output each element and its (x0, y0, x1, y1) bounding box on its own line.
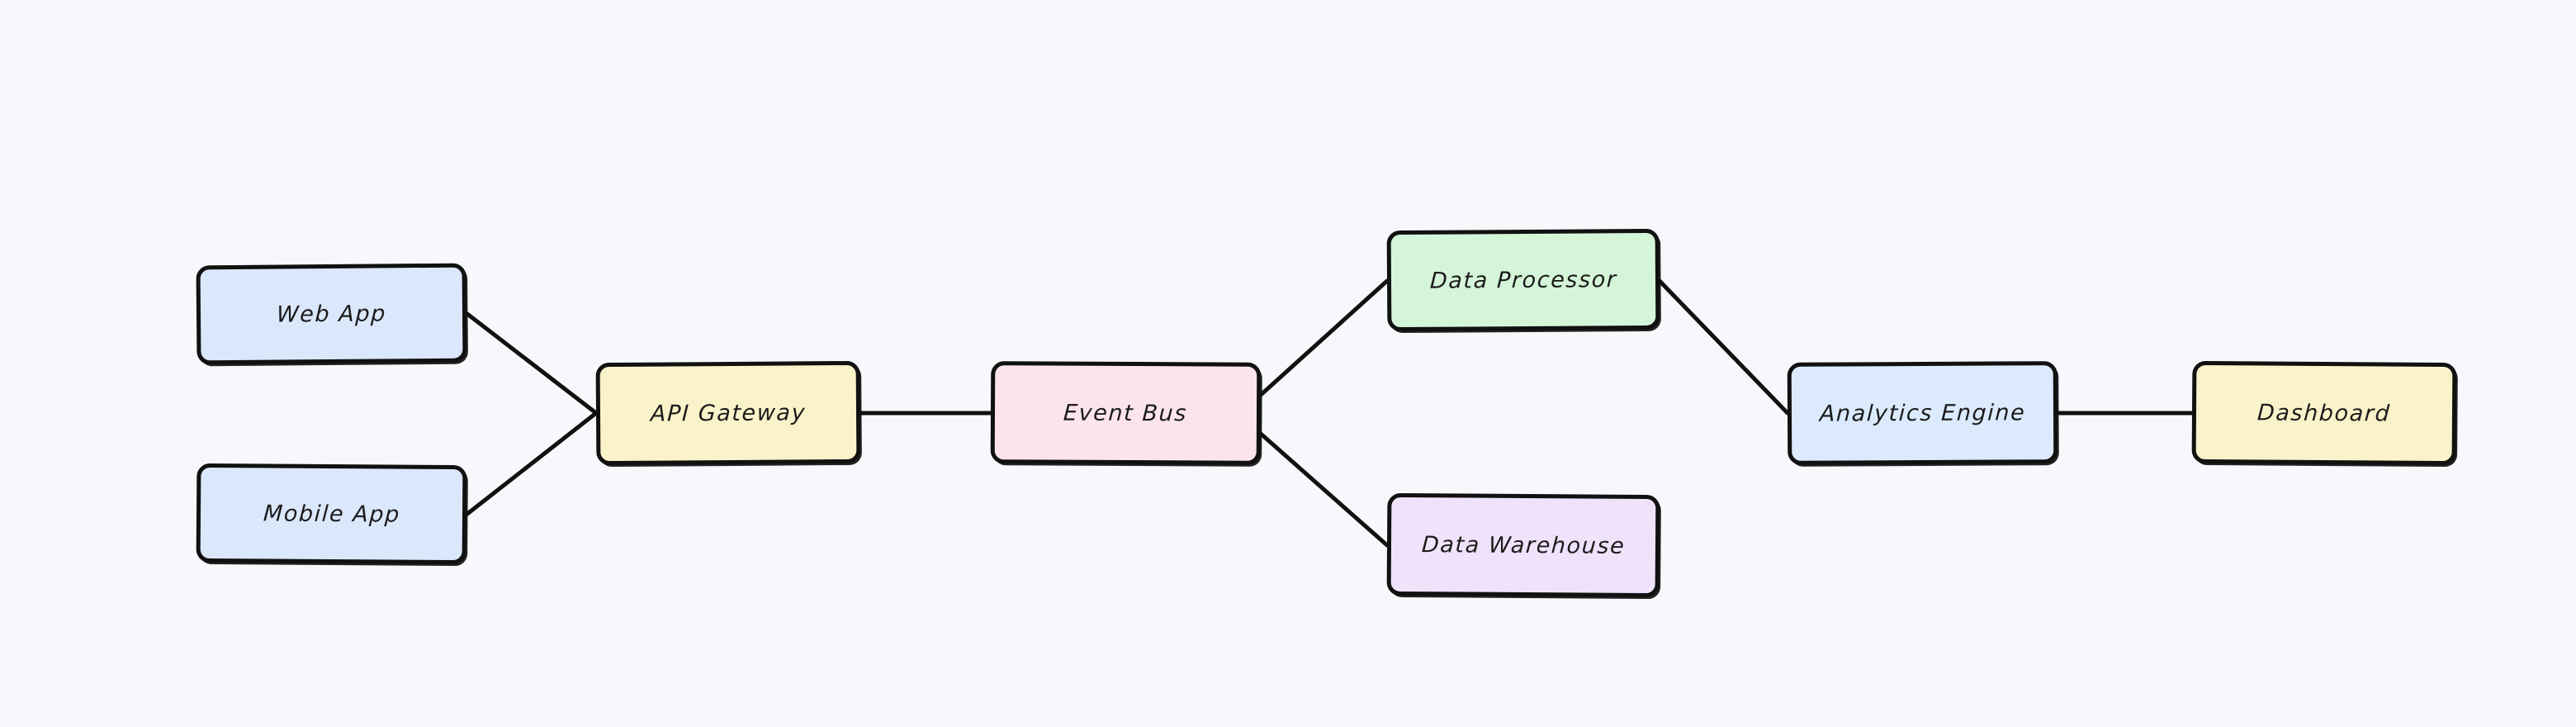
node-mobile-app[interactable]: Mobile App (196, 463, 467, 565)
node-label-dashboard: Dashboard (2256, 399, 2392, 427)
edge-event-bus-to-data-processor (1258, 278, 1390, 397)
node-label-api-gateway: API Gateway (650, 399, 807, 427)
node-label-analytics-engine: Analytics Engine (1819, 399, 2026, 427)
node-label-data-warehouse: Data Warehouse (1420, 531, 1627, 559)
node-label-data-processor: Data Processor (1429, 266, 1617, 294)
node-web-app[interactable]: Web App (196, 263, 467, 365)
node-label-web-app: Web App (276, 300, 387, 328)
node-analytics-engine[interactable]: Analytics Engine (1787, 361, 2058, 465)
edge-mobile-app-to-api-gateway (465, 411, 599, 516)
node-label-mobile-app: Mobile App (262, 500, 401, 528)
node-api-gateway[interactable]: API Gateway (595, 360, 861, 466)
node-event-bus[interactable]: Event Bus (990, 361, 1262, 465)
edge-data-processor-to-analytics (1657, 278, 1790, 416)
edge-web-app-to-api-gateway (465, 311, 599, 416)
node-data-processor[interactable]: Data Processor (1386, 228, 1660, 332)
edge-event-bus-to-data-warehouse (1258, 431, 1390, 548)
node-data-warehouse[interactable]: Data Warehouse (1386, 492, 1660, 598)
node-label-event-bus: Event Bus (1063, 400, 1189, 426)
node-dashboard[interactable]: Dashboard (2191, 360, 2457, 466)
